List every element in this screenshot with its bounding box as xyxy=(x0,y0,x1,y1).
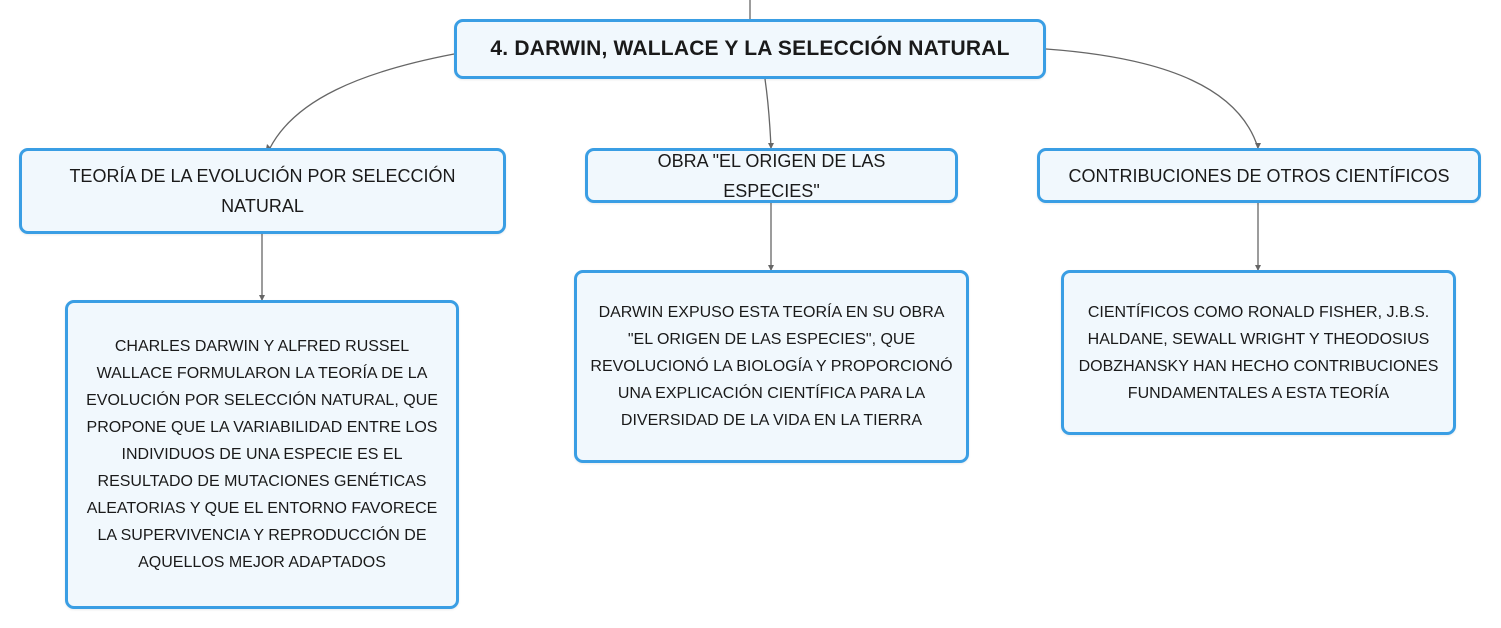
branch-node-label: CONTRIBUCIONES DE OTROS CIENTÍFICOS xyxy=(1068,165,1450,186)
detail-node-teoria[interactable]: CHARLES DARWIN Y ALFRED RUSSEL WALLACE F… xyxy=(65,300,459,609)
branch-node-obra[interactable]: OBRA "EL ORIGEN DE LAS ESPECIES" xyxy=(585,148,958,203)
branch-node-label: OBRA "EL ORIGEN DE LAS ESPECIES" xyxy=(657,150,886,201)
connector-root-branch-2 xyxy=(764,78,772,149)
connector-root-branch-1 xyxy=(269,53,455,149)
detail-node-text: DARWIN EXPUSO ESTA TEORÍA EN SU OBRA "EL… xyxy=(590,304,953,429)
arrow-detail-2 xyxy=(768,265,774,271)
detail-node-contribuciones[interactable]: CIENTÍFICOS COMO RONALD FISHER, J.B.S. H… xyxy=(1061,270,1456,435)
root-node[interactable]: 4. DARWIN, WALLACE Y LA SELECCIÓN NATURA… xyxy=(454,19,1046,79)
arrow-branch-3 xyxy=(1255,143,1261,149)
arrow-detail-3 xyxy=(1255,265,1261,271)
root-node-label: 4. DARWIN, WALLACE Y LA SELECCIÓN NATURA… xyxy=(490,37,1010,60)
arrow-branch-1 xyxy=(266,144,272,149)
detail-node-obra[interactable]: DARWIN EXPUSO ESTA TEORÍA EN SU OBRA "EL… xyxy=(574,270,969,463)
connector-root-branch-3 xyxy=(1045,48,1259,149)
detail-node-text: CHARLES DARWIN Y ALFRED RUSSEL WALLACE F… xyxy=(86,338,438,571)
branch-node-contribuciones[interactable]: CONTRIBUCIONES DE OTROS CIENTÍFICOS xyxy=(1037,148,1481,203)
arrow-branch-2 xyxy=(768,143,774,149)
detail-node-text: CIENTÍFICOS COMO RONALD FISHER, J.B.S. H… xyxy=(1078,303,1439,402)
branch-node-label: TEORÍA DE LA EVOLUCIÓN POR SELECCIÓN NAT… xyxy=(69,166,456,216)
branch-node-teoria[interactable]: TEORÍA DE LA EVOLUCIÓN POR SELECCIÓN NAT… xyxy=(19,148,506,234)
arrow-detail-1 xyxy=(259,295,265,301)
